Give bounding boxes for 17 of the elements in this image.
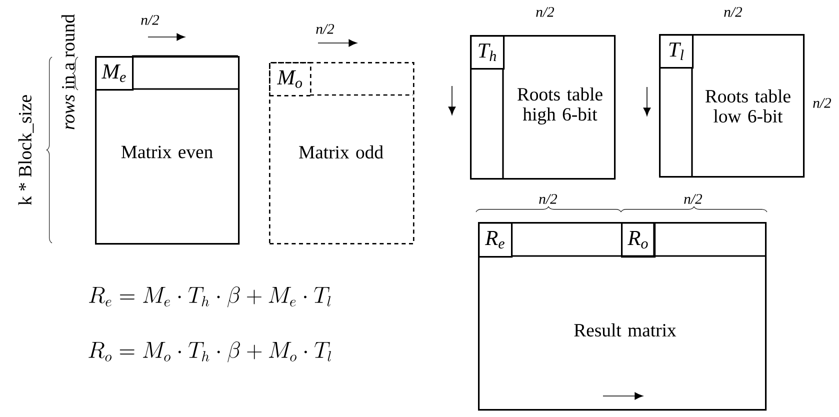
- matrix-cell: M$_{o}$: [269, 62, 312, 96]
- dimension-label: n/2: [141, 15, 160, 25]
- matrix-cell: M$_{e}$: [95, 56, 134, 91]
- formula: $R_e = M_e \cdot T_h \cdot \beta + M_e \cdot T_l$: [89, 286, 331, 308]
- formula: $R_o = M_o \cdot T_h \cdot \beta + M_o \cdot T_l$: [88, 342, 331, 362]
- dimension-label: n/2: [813, 98, 832, 108]
- side-label: k * Block_size: [18, 95, 34, 206]
- dimension-label: n/2: [316, 24, 334, 34]
- side-label: rows in a round: [61, 14, 75, 130]
- dimension-label: n/2: [684, 194, 702, 204]
- dimension-label: n/2: [539, 194, 558, 204]
- result-cell: R$_{e}$: [478, 222, 513, 258]
- table-cell: T$_{l}$: [659, 34, 694, 69]
- table-cell: T$_{h}$: [470, 35, 505, 70]
- dimension-label: n/2: [536, 7, 554, 17]
- dimension-label: n/2: [724, 7, 742, 17]
- result-cell: R$_{o}$: [621, 222, 656, 258]
